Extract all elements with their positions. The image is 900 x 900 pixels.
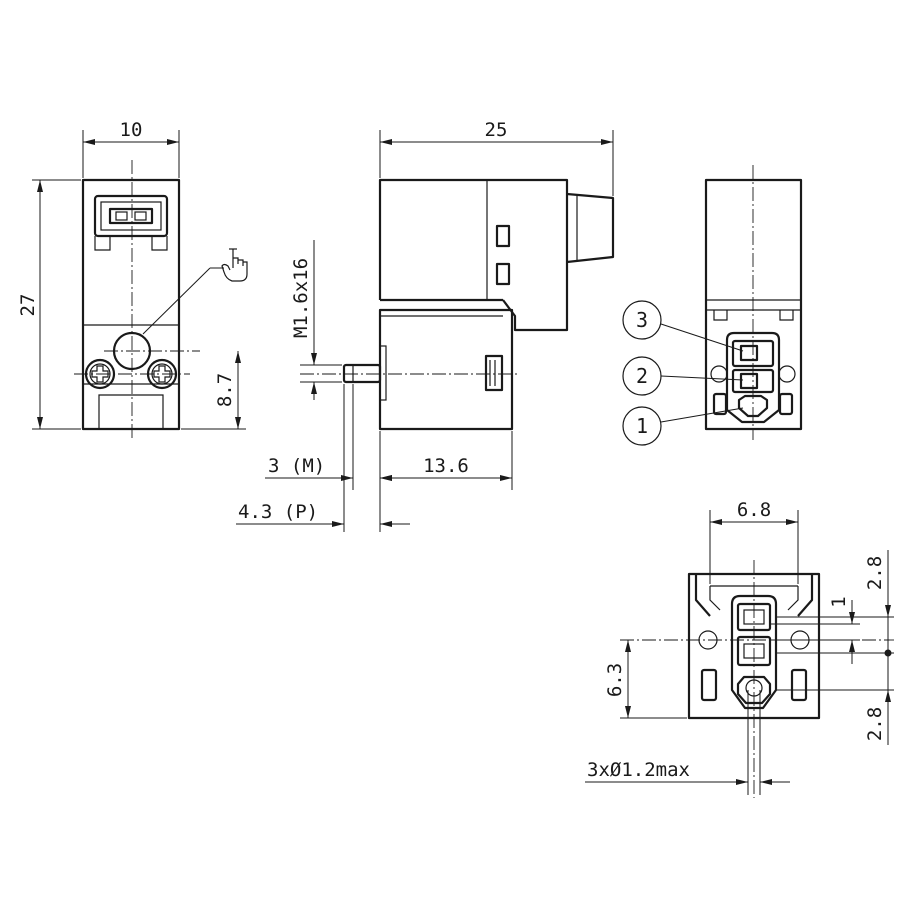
dim-port-p: 4.3 (P) [236, 384, 410, 532]
callout-1: 1 [622, 406, 744, 446]
dim-port-m: 3 (M) [265, 384, 405, 490]
dim-front-width-label: 10 [120, 119, 143, 141]
dim-body-length: 13.6 [379, 431, 513, 532]
side-view [300, 178, 615, 431]
manual-override-hand-icon [221, 248, 248, 282]
dim-connector-width: 6.8 [709, 499, 799, 584]
dim-height-label: 27 [17, 294, 39, 317]
dim-pin-diameter: 3xØ1.2max [585, 690, 790, 795]
dim-body-length-label: 13.6 [423, 455, 469, 477]
dim-pin-offset-label: 1 [828, 596, 850, 607]
dim-connector-height: 6.3 [604, 640, 687, 719]
front-view [74, 160, 200, 440]
dim-connector-height-label: 6.3 [604, 663, 626, 697]
dim-height: 27 [17, 179, 81, 430]
dim-pin-pitch-bottom-label: 2.8 [864, 707, 886, 741]
dim-pin-offset: 1 [770, 596, 860, 664]
svg-text:1: 1 [636, 414, 648, 438]
dim-thread-label: M1.6x16 [290, 258, 312, 338]
dim-port-p-label: 4.3 (P) [238, 501, 318, 523]
dim-pin-pitch: 2.8 2.8 [776, 550, 894, 745]
dim-port-height-label: 8.7 [214, 373, 236, 407]
callout-2: 2 [622, 356, 744, 396]
dim-port-m-label: 3 (M) [268, 455, 325, 477]
dim-pin-diameter-label: 3xØ1.2max [587, 759, 690, 781]
rear-view [704, 165, 803, 440]
dim-port-height: 8.7 [181, 351, 246, 430]
dim-side-length-label: 25 [485, 119, 508, 141]
dim-connector-width-label: 6.8 [737, 499, 771, 521]
dim-thread: M1.6x16 [290, 240, 342, 400]
dim-pin-pitch-top-label: 2.8 [864, 556, 886, 590]
svg-text:3: 3 [636, 308, 648, 332]
dim-side-length: 25 [379, 119, 614, 196]
dim-front-width: 10 [82, 119, 180, 178]
svg-text:2: 2 [636, 364, 648, 388]
connector-detail-view [620, 560, 894, 798]
callout-3: 3 [622, 300, 744, 352]
